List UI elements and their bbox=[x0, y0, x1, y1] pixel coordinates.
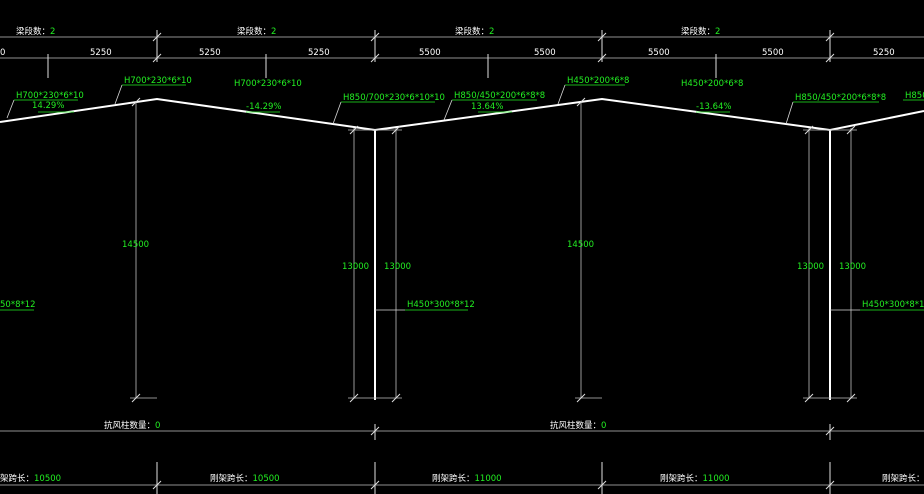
frame-span-label-5: 刚架跨长：10500 bbox=[882, 473, 924, 484]
slope-label-4: -13.64% bbox=[696, 102, 731, 112]
segment-dimension-5: 5500 bbox=[534, 48, 556, 58]
height-dimensions: 14500 13000 13000 14500 13000 13000 bbox=[122, 97, 866, 403]
rafter-label-1: H700*230*6*10 bbox=[16, 91, 84, 101]
column-labels: 50*8*12 H450*300*8*12 H450*300*8*12 bbox=[0, 300, 924, 311]
wind-column-label-1: 抗风柱数量：0 bbox=[104, 420, 160, 431]
rafter-label-4: H850/700*230*6*10*10 bbox=[343, 93, 445, 103]
rafter-label-5: H850/450*200*6*8*8 bbox=[454, 91, 545, 101]
segment-dimension-7: 5500 bbox=[762, 48, 784, 58]
column-label-3: H450*300*8*12 bbox=[862, 300, 924, 310]
columns[interactable] bbox=[374, 130, 831, 400]
rafters[interactable] bbox=[0, 97, 924, 132]
slope-label-1: 14.29% bbox=[32, 101, 64, 111]
height-label-2: 13000 bbox=[342, 262, 369, 272]
rafter-label-8: H850/450*200*6*8*8 bbox=[795, 93, 886, 103]
rafter-label-9: H850 bbox=[905, 91, 924, 101]
rafter-labels: H700*230*6*10 H700*230*6*10 H700*230*6*1… bbox=[6, 76, 924, 125]
rafter-label-6: H450*200*6*8 bbox=[567, 76, 629, 86]
segment-dimension-8: 5250 bbox=[873, 48, 895, 58]
beam-segment-label-4: 梁段数：2 bbox=[681, 26, 720, 37]
height-label-6: 13000 bbox=[839, 262, 866, 272]
slope-label-2: -14.29% bbox=[246, 102, 281, 112]
segment-dimension-1: 5250 bbox=[90, 48, 112, 58]
segment-dimension-4: 5500 bbox=[419, 48, 441, 58]
frame-span-label-4: 刚架跨长：11000 bbox=[660, 473, 730, 484]
wind-column-label-2: 抗风柱数量：0 bbox=[550, 420, 606, 431]
height-label-5: 13000 bbox=[797, 262, 824, 272]
column-label-1: 50*8*12 bbox=[0, 300, 36, 310]
rafter-label-2: H700*230*6*10 bbox=[124, 76, 192, 86]
rafter-line[interactable] bbox=[0, 97, 924, 132]
frame-span-label-2: 刚架跨长：10500 bbox=[210, 473, 280, 484]
slope-label-3: 13.64% bbox=[471, 102, 503, 112]
rafter-label-7: H450*200*6*8 bbox=[681, 79, 743, 89]
segment-length-row: 0 5250 5250 5250 5500 5500 5500 5500 525… bbox=[0, 46, 924, 78]
frame-span-label-1: 架跨长：10500 bbox=[0, 473, 61, 484]
beam-segment-label-1: 梁段数：2 bbox=[16, 26, 55, 37]
segment-dimension-2: 5250 bbox=[199, 48, 221, 58]
rafter-label-3: H700*230*6*10 bbox=[234, 79, 302, 89]
slope-labels: 14.29% -14.29% 13.64% -13.64% bbox=[32, 101, 731, 113]
column-label-2: H450*300*8*12 bbox=[407, 300, 475, 310]
frame-span-label-3: 刚架跨长：11000 bbox=[432, 473, 502, 484]
segment-dimension-0: 0 bbox=[0, 48, 5, 58]
wind-column-row: 抗风柱数量：0 抗风柱数量：0 bbox=[0, 420, 924, 440]
segment-dimension-6: 5500 bbox=[648, 48, 670, 58]
segment-dimension-3: 5250 bbox=[308, 48, 330, 58]
beam-segment-label-3: 梁段数：2 bbox=[455, 26, 494, 37]
beam-segment-label-2: 梁段数：2 bbox=[237, 26, 276, 37]
beam-segment-row: 梁段数：2 梁段数：2 梁段数：2 梁段数：2 bbox=[0, 26, 924, 46]
height-label-1: 14500 bbox=[122, 240, 149, 250]
height-label-3: 13000 bbox=[384, 262, 411, 272]
frame-span-row: 架跨长：10500 刚架跨长：10500 刚架跨长：11000 刚架跨长：110… bbox=[0, 462, 924, 494]
height-label-4: 14500 bbox=[567, 240, 594, 250]
